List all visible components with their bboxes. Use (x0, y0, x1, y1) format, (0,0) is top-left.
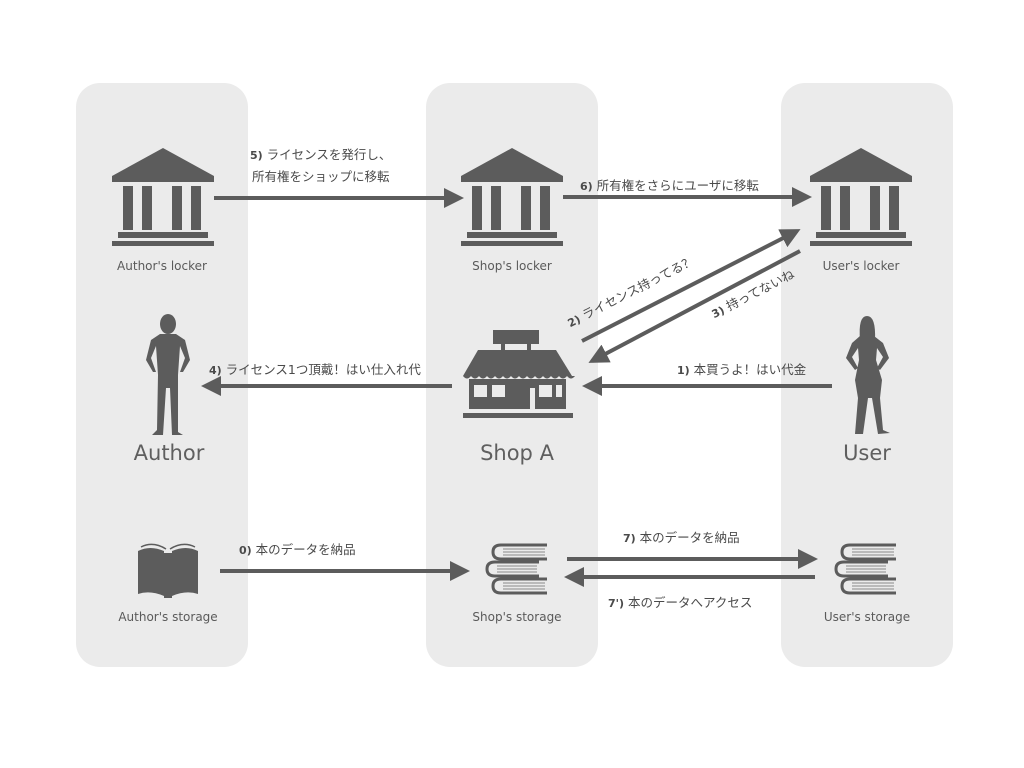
message-5-line1: 5) ライセンスを発行し、 (250, 144, 391, 163)
shop-locker-bank-icon (461, 148, 563, 246)
user-book-stack-icon (834, 543, 898, 595)
message-0-text: 本のデータを納品 (255, 542, 356, 557)
message-4-step: 4) (209, 364, 222, 377)
message-7prime-step: 7') (608, 597, 625, 610)
user-woman-silhouette-icon (846, 316, 890, 434)
user-locker-label: User's locker (822, 259, 900, 273)
message-1: 1) 本買うよ！はい代金 (677, 359, 806, 378)
message-6-text: 所有権をさらにユーザに移転 (596, 178, 759, 193)
author-storage-label: Author's storage (118, 610, 218, 624)
user-actor-label: User (843, 441, 891, 465)
message-6: 6) 所有権をさらにユーザに移転 (580, 175, 759, 194)
message-4-text: ライセンス1つ頂戴！はい仕入れ代 (225, 362, 421, 377)
shop-book-stack-icon (485, 543, 549, 595)
author-locker-label: Author's locker (117, 259, 207, 273)
author-locker-bank-icon (112, 148, 214, 246)
message-0-step: 0) (239, 544, 252, 557)
message-1-step: 1) (677, 364, 690, 377)
message-5-step: 5) (250, 149, 263, 162)
message-1-text: 本買うよ！はい代金 (693, 362, 807, 377)
shop-locker-label: Shop's locker (472, 259, 552, 273)
message-7prime-text: 本のデータへアクセス (628, 595, 753, 610)
message-7-step: 7) (623, 532, 636, 545)
message-6-step: 6) (580, 180, 593, 193)
author-man-silhouette-icon (146, 314, 190, 435)
author-open-book-icon (138, 543, 198, 598)
shop-storage-label: Shop's storage (472, 610, 562, 624)
author-actor-label: Author (133, 441, 205, 465)
message-5-text: ライセンスを発行し、 (266, 147, 392, 162)
message-7: 7) 本のデータを納品 (623, 527, 740, 546)
arrow-2-shop-to-user-locker (581, 229, 801, 343)
user-storage-label: User's storage (823, 610, 911, 624)
user-locker-bank-icon (810, 148, 912, 246)
message-5-line2: 所有権をショップに移転 (252, 169, 390, 184)
shop-storefront-icon (463, 330, 575, 418)
message-0: 0) 本のデータを納品 (239, 539, 356, 558)
message-7prime: 7') 本のデータへアクセス (608, 592, 752, 611)
message-4: 4) ライセンス1つ頂戴！はい仕入れ代 (209, 359, 421, 378)
message-7-text: 本のデータを納品 (639, 530, 740, 545)
arrow-3-user-locker-to-shop (588, 249, 801, 363)
shop-actor-label: Shop A (480, 441, 554, 465)
